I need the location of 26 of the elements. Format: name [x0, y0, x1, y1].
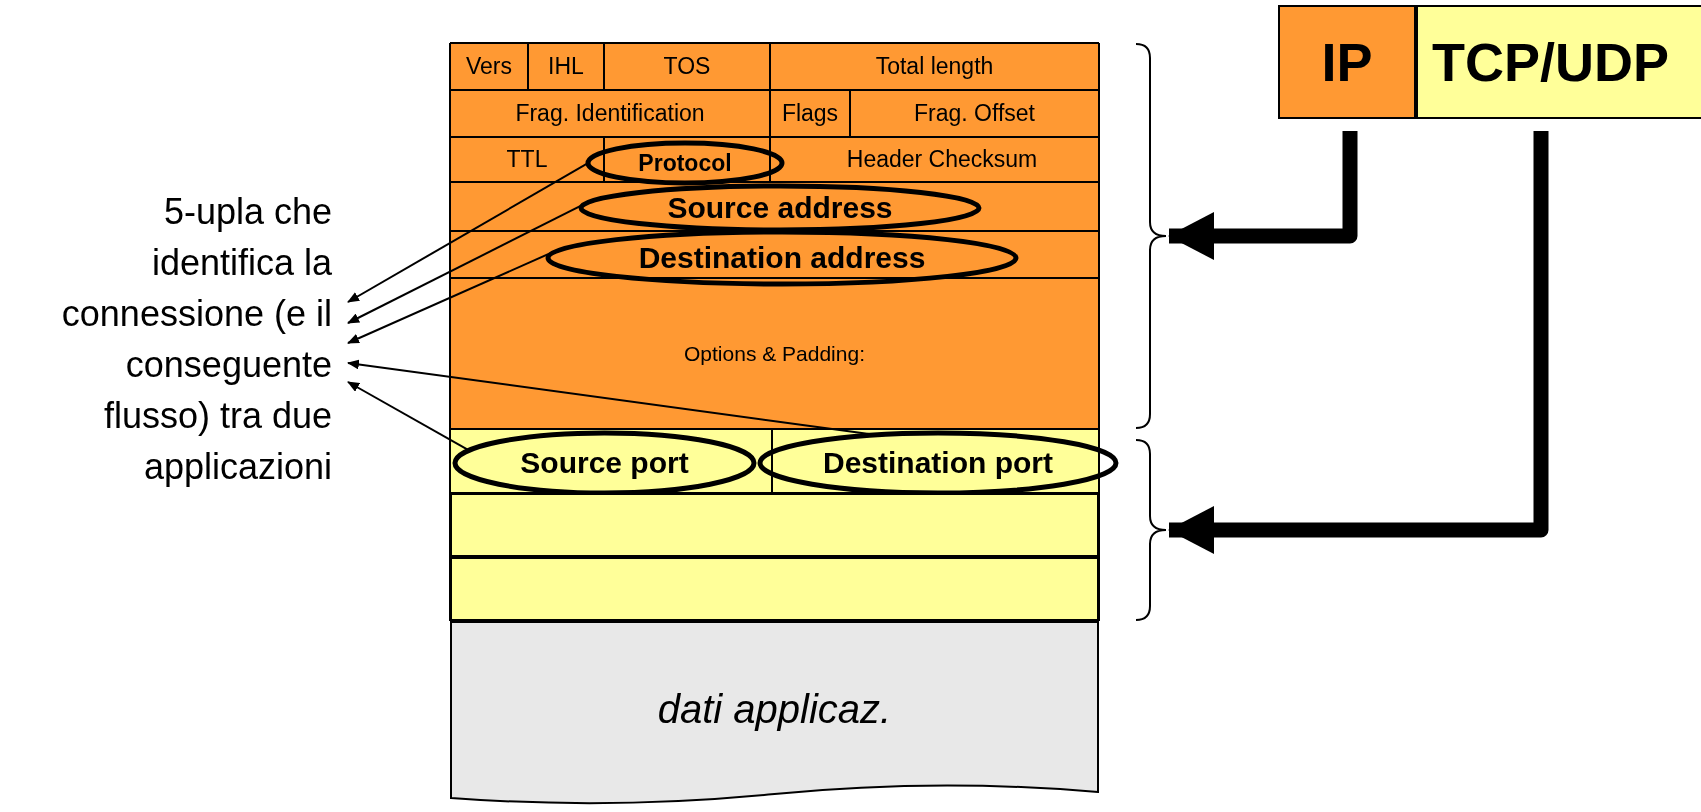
curly-brace — [1135, 439, 1167, 621]
empty-field-row — [450, 493, 1099, 557]
field-label: Total length — [875, 55, 994, 78]
empty-field-row — [450, 557, 1099, 621]
field-label: Vers — [466, 55, 512, 78]
circled-field: Destination address — [545, 229, 1019, 287]
arrow — [347, 162, 589, 303]
field-label: Header Checksum — [846, 148, 1038, 171]
field-label: Options & Padding: — [684, 343, 865, 364]
protocol-tag: IP — [1278, 5, 1416, 119]
field-label: IHL — [548, 55, 584, 78]
arrow — [347, 359, 872, 436]
protocol-tag: TCP/UDP — [1416, 5, 1701, 119]
circled-field: Source address — [578, 183, 982, 233]
field-label: Frag. Offset — [914, 102, 1035, 125]
field-label: TOS — [663, 55, 711, 78]
curly-brace — [1135, 43, 1167, 429]
arrow — [347, 381, 470, 451]
arrow — [1168, 131, 1358, 260]
field-label: Flags — [781, 102, 839, 125]
field-label: TTL — [506, 148, 548, 171]
field-label: Frag. Identification — [515, 102, 705, 125]
note-text: 5-upla che identifica la connessione (e il conseguente flusso) tra due applicazioni — [47, 186, 348, 492]
arrow — [347, 251, 554, 344]
circled-field: Protocol — [585, 140, 785, 186]
arrow — [1168, 131, 1549, 554]
